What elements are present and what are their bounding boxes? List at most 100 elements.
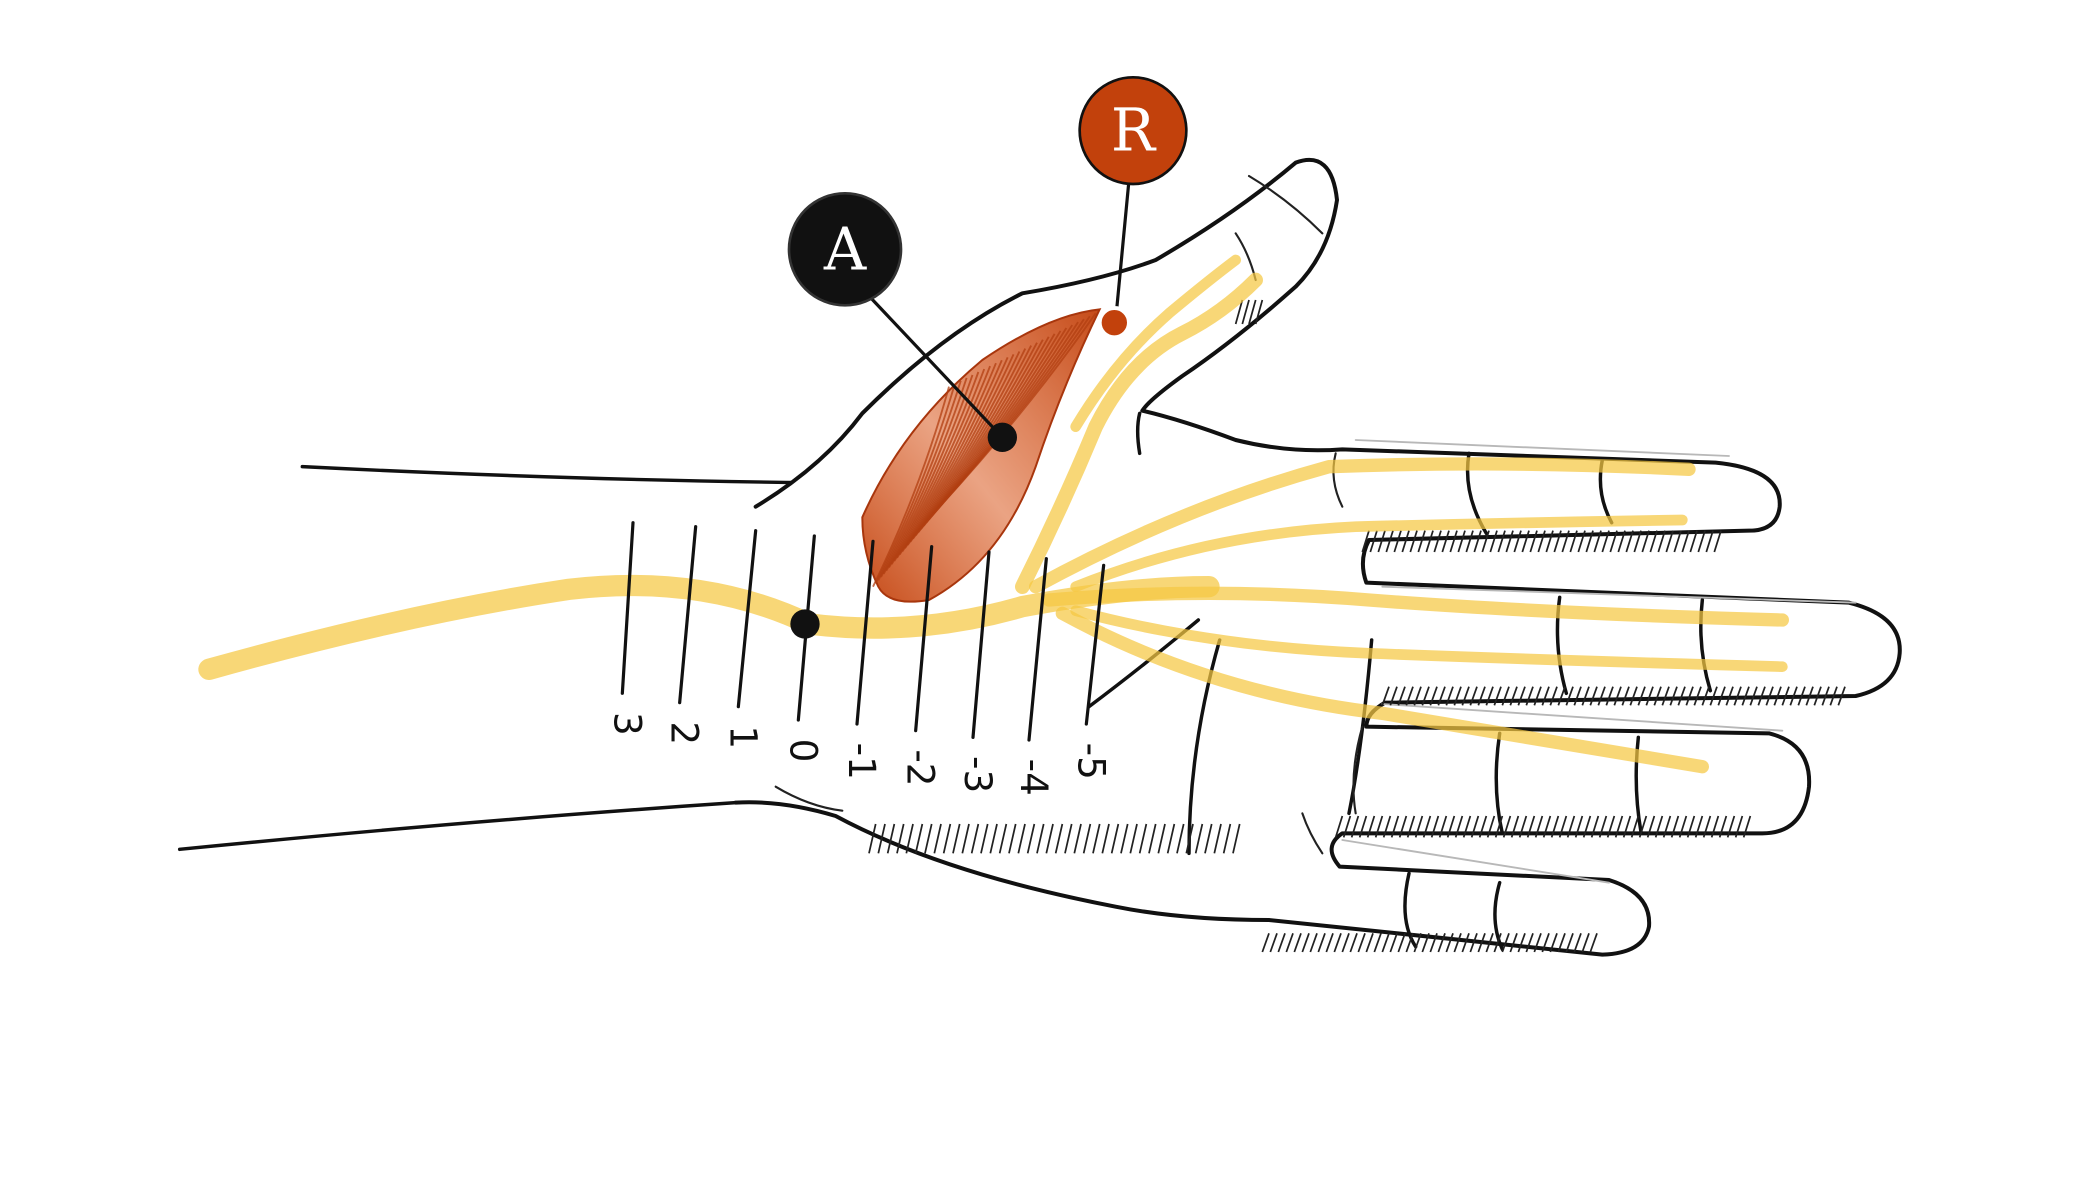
thumb-tip-line bbox=[1247, 174, 1324, 235]
hatch-stroke bbox=[1726, 815, 1736, 838]
scale-tick-label: -5 bbox=[1069, 743, 1113, 780]
hatch-stroke bbox=[1709, 686, 1718, 706]
hatch-stroke bbox=[1317, 933, 1326, 953]
hatch-stroke bbox=[1609, 530, 1618, 553]
hatch-stroke bbox=[961, 823, 970, 854]
hatch-stroke bbox=[1629, 686, 1638, 706]
hatch-stroke bbox=[868, 823, 877, 854]
hatch-stroke bbox=[1582, 815, 1592, 838]
hatch-stroke bbox=[1374, 815, 1384, 838]
hatch-stroke bbox=[1502, 815, 1512, 838]
hatch-stroke bbox=[905, 823, 914, 854]
hatch-stroke bbox=[1397, 686, 1406, 706]
hatch-stroke bbox=[1509, 933, 1518, 953]
marker-a[interactable]: A bbox=[787, 191, 1017, 452]
hatch-stroke bbox=[1505, 530, 1514, 553]
hatch-stroke bbox=[1222, 823, 1232, 854]
hatch-stroke bbox=[1521, 530, 1530, 553]
hatch-stroke bbox=[952, 823, 961, 854]
marker-a-leader bbox=[867, 294, 1004, 439]
hatch-stroke bbox=[1429, 686, 1438, 706]
hatch-stroke bbox=[1741, 686, 1750, 706]
hatch-stroke bbox=[1425, 530, 1434, 553]
muscle-fiber bbox=[882, 374, 974, 575]
wrist-crease bbox=[774, 785, 844, 812]
hatch-stroke bbox=[1557, 933, 1566, 953]
hatch-stroke bbox=[1248, 299, 1257, 325]
marker-r-leader bbox=[1114, 179, 1131, 321]
hatch-stroke bbox=[1166, 823, 1176, 854]
hatch-stroke bbox=[1621, 686, 1630, 706]
hatch-stroke bbox=[1358, 815, 1368, 838]
hatch-stroke bbox=[1805, 686, 1814, 706]
hatch-stroke bbox=[942, 823, 952, 854]
hatch-stroke bbox=[1213, 823, 1222, 854]
scale-tick-label: -3 bbox=[956, 756, 1000, 793]
hatch-stroke bbox=[1509, 686, 1518, 706]
hatch-stroke bbox=[1773, 686, 1782, 706]
hatch-stroke bbox=[1673, 530, 1682, 553]
hatch-stroke bbox=[1477, 686, 1486, 706]
hatch-stroke bbox=[1285, 933, 1294, 953]
scale-tick bbox=[971, 550, 991, 739]
hatch-stroke bbox=[1421, 933, 1430, 953]
hatch-stroke bbox=[1026, 823, 1036, 854]
hatch-stroke bbox=[1525, 686, 1534, 706]
hatch-stroke bbox=[1413, 686, 1422, 706]
hatch-stroke bbox=[1661, 686, 1670, 706]
hatch-stroke bbox=[1725, 686, 1734, 706]
hatch-stroke bbox=[1662, 815, 1672, 838]
marker-a-badge[interactable] bbox=[787, 191, 903, 307]
scale-tick bbox=[855, 539, 875, 726]
hatch-stroke bbox=[1254, 299, 1264, 325]
hatch-stroke bbox=[1501, 686, 1510, 706]
hatch-stroke bbox=[1138, 823, 1148, 854]
hatch-stroke bbox=[1309, 933, 1318, 953]
zero-point-dot bbox=[790, 609, 820, 639]
hatch-stroke bbox=[1493, 686, 1502, 706]
scale-tick-label: 3 bbox=[605, 712, 649, 736]
hatch-stroke bbox=[1565, 686, 1574, 706]
hatch-stroke bbox=[1529, 530, 1538, 553]
hatch-stroke bbox=[1350, 815, 1360, 838]
hatch-stroke bbox=[1590, 815, 1600, 838]
hatch-stroke bbox=[1569, 530, 1578, 553]
hatch-stroke bbox=[1405, 686, 1414, 706]
hatch-stroke bbox=[1073, 823, 1082, 854]
hatch-stroke bbox=[1685, 686, 1694, 706]
muscle-fiber bbox=[874, 383, 956, 584]
hatch-stroke bbox=[1545, 530, 1554, 553]
hatch-stroke bbox=[1361, 530, 1370, 553]
hatch-stroke bbox=[1837, 686, 1846, 706]
hatch-stroke bbox=[1092, 823, 1101, 854]
hatch-stroke bbox=[1473, 530, 1482, 553]
hatch-stroke bbox=[896, 823, 905, 854]
hatch-stroke bbox=[1204, 823, 1213, 854]
muscle-fiber bbox=[888, 368, 986, 568]
hatch-stroke bbox=[1518, 815, 1528, 838]
hatch-stroke bbox=[1397, 933, 1406, 953]
marker-r-label: R bbox=[1111, 97, 1157, 165]
muscle-fiber bbox=[938, 312, 1097, 508]
forearm-top-edge bbox=[300, 464, 811, 485]
hatch-stroke bbox=[1657, 530, 1666, 553]
marker-r-badge[interactable] bbox=[1078, 76, 1188, 186]
hatch-stroke bbox=[1185, 823, 1194, 854]
hatch-stroke bbox=[1597, 686, 1606, 706]
hatch-stroke bbox=[1036, 823, 1045, 854]
hatch-stroke bbox=[1261, 933, 1270, 953]
marker-r[interactable]: R bbox=[1078, 76, 1188, 340]
hatch-stroke bbox=[1409, 530, 1418, 553]
hatch-stroke bbox=[1533, 686, 1542, 706]
hatch-stroke bbox=[1717, 686, 1726, 706]
hatch-stroke bbox=[1581, 933, 1590, 953]
hatch-stroke bbox=[1733, 686, 1742, 706]
scale-tick-label: 0 bbox=[781, 739, 825, 763]
hatch-stroke bbox=[1573, 686, 1582, 706]
palm-crease-4 bbox=[1301, 812, 1324, 855]
hatch-stroke bbox=[1622, 815, 1632, 838]
hatch-stroke bbox=[1008, 823, 1017, 854]
hatch-stroke bbox=[1054, 823, 1064, 854]
hatch-stroke bbox=[1481, 530, 1490, 553]
